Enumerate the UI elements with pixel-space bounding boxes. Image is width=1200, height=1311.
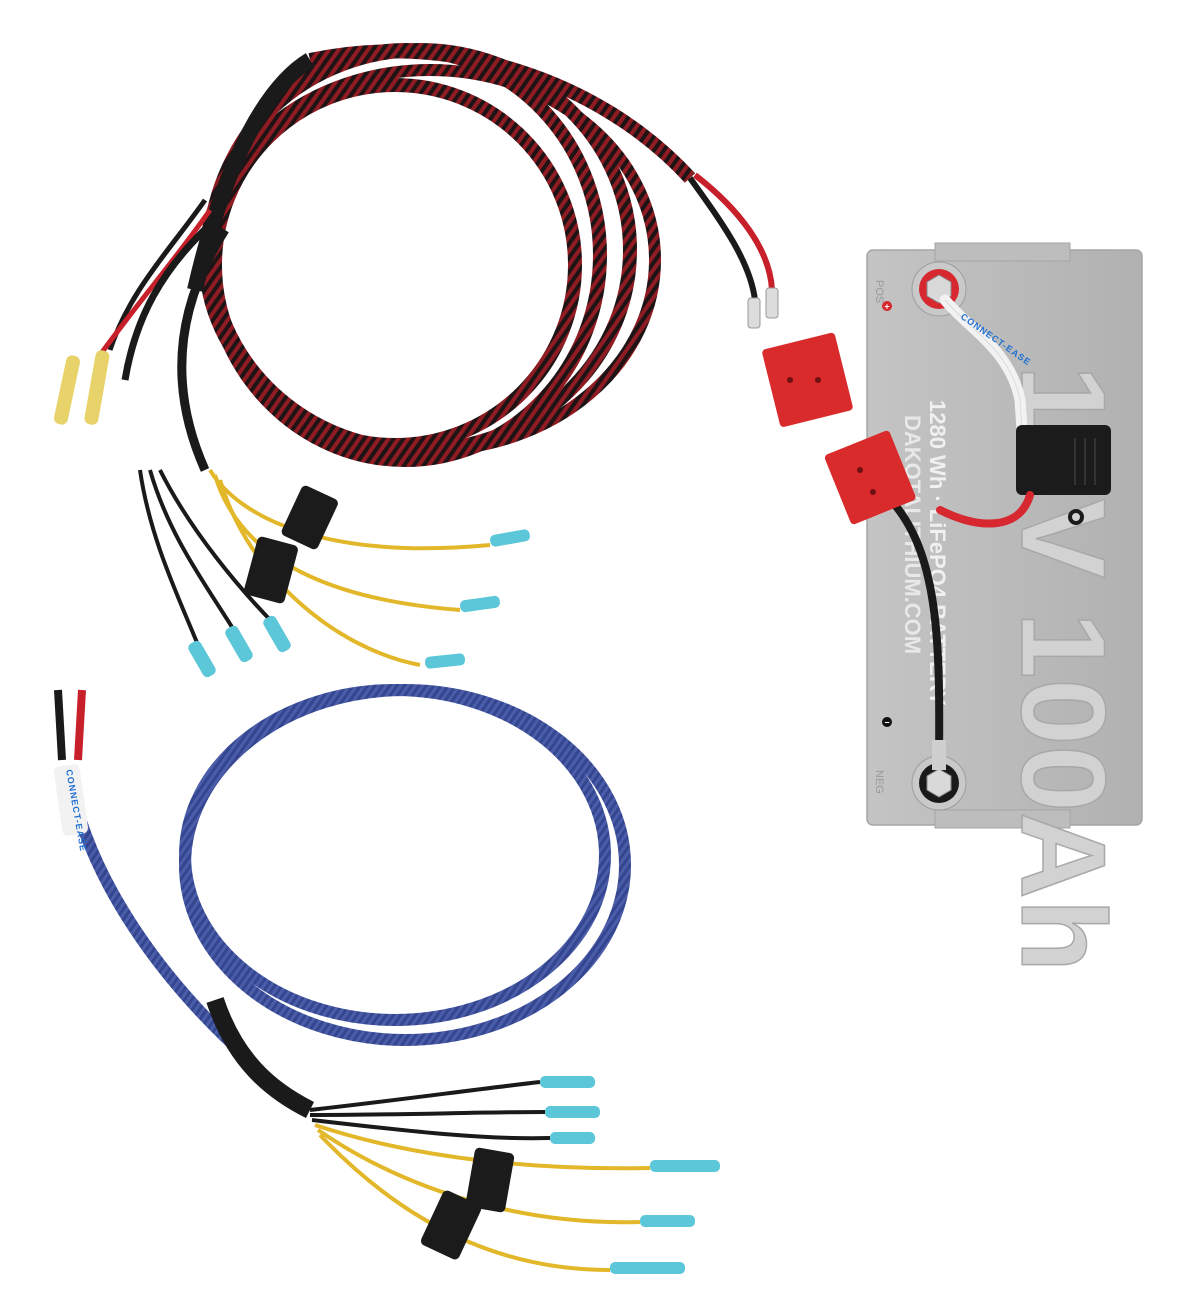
positive-symbol: + — [884, 302, 889, 312]
negative-symbol-icon — [882, 717, 892, 727]
fuse-holder — [420, 1190, 482, 1260]
anderson-connector-battery — [824, 430, 916, 525]
positive-symbol-icon — [882, 301, 892, 311]
negative-symbol: − — [884, 718, 889, 728]
anderson-connector-harness — [762, 332, 853, 427]
blue-harness: CONNECT-EASE — [54, 684, 720, 1274]
positive-terminal — [911, 261, 967, 317]
battery: + − POS NEG 12V 100Ah 1280 Wh · LiFePO4 … — [866, 242, 1143, 973]
battery-fuse-holder — [1016, 425, 1111, 525]
fuse-holder — [465, 1147, 515, 1213]
red-harness — [53, 43, 696, 678]
butt-connectors-yellow — [53, 350, 110, 425]
negative-label: NEG — [873, 770, 885, 794]
negative-terminal — [911, 755, 967, 811]
fuse-holder — [281, 485, 338, 550]
harness-ring-leads — [687, 172, 779, 329]
fuse-holder — [244, 536, 298, 604]
positive-label: POS — [873, 280, 885, 303]
